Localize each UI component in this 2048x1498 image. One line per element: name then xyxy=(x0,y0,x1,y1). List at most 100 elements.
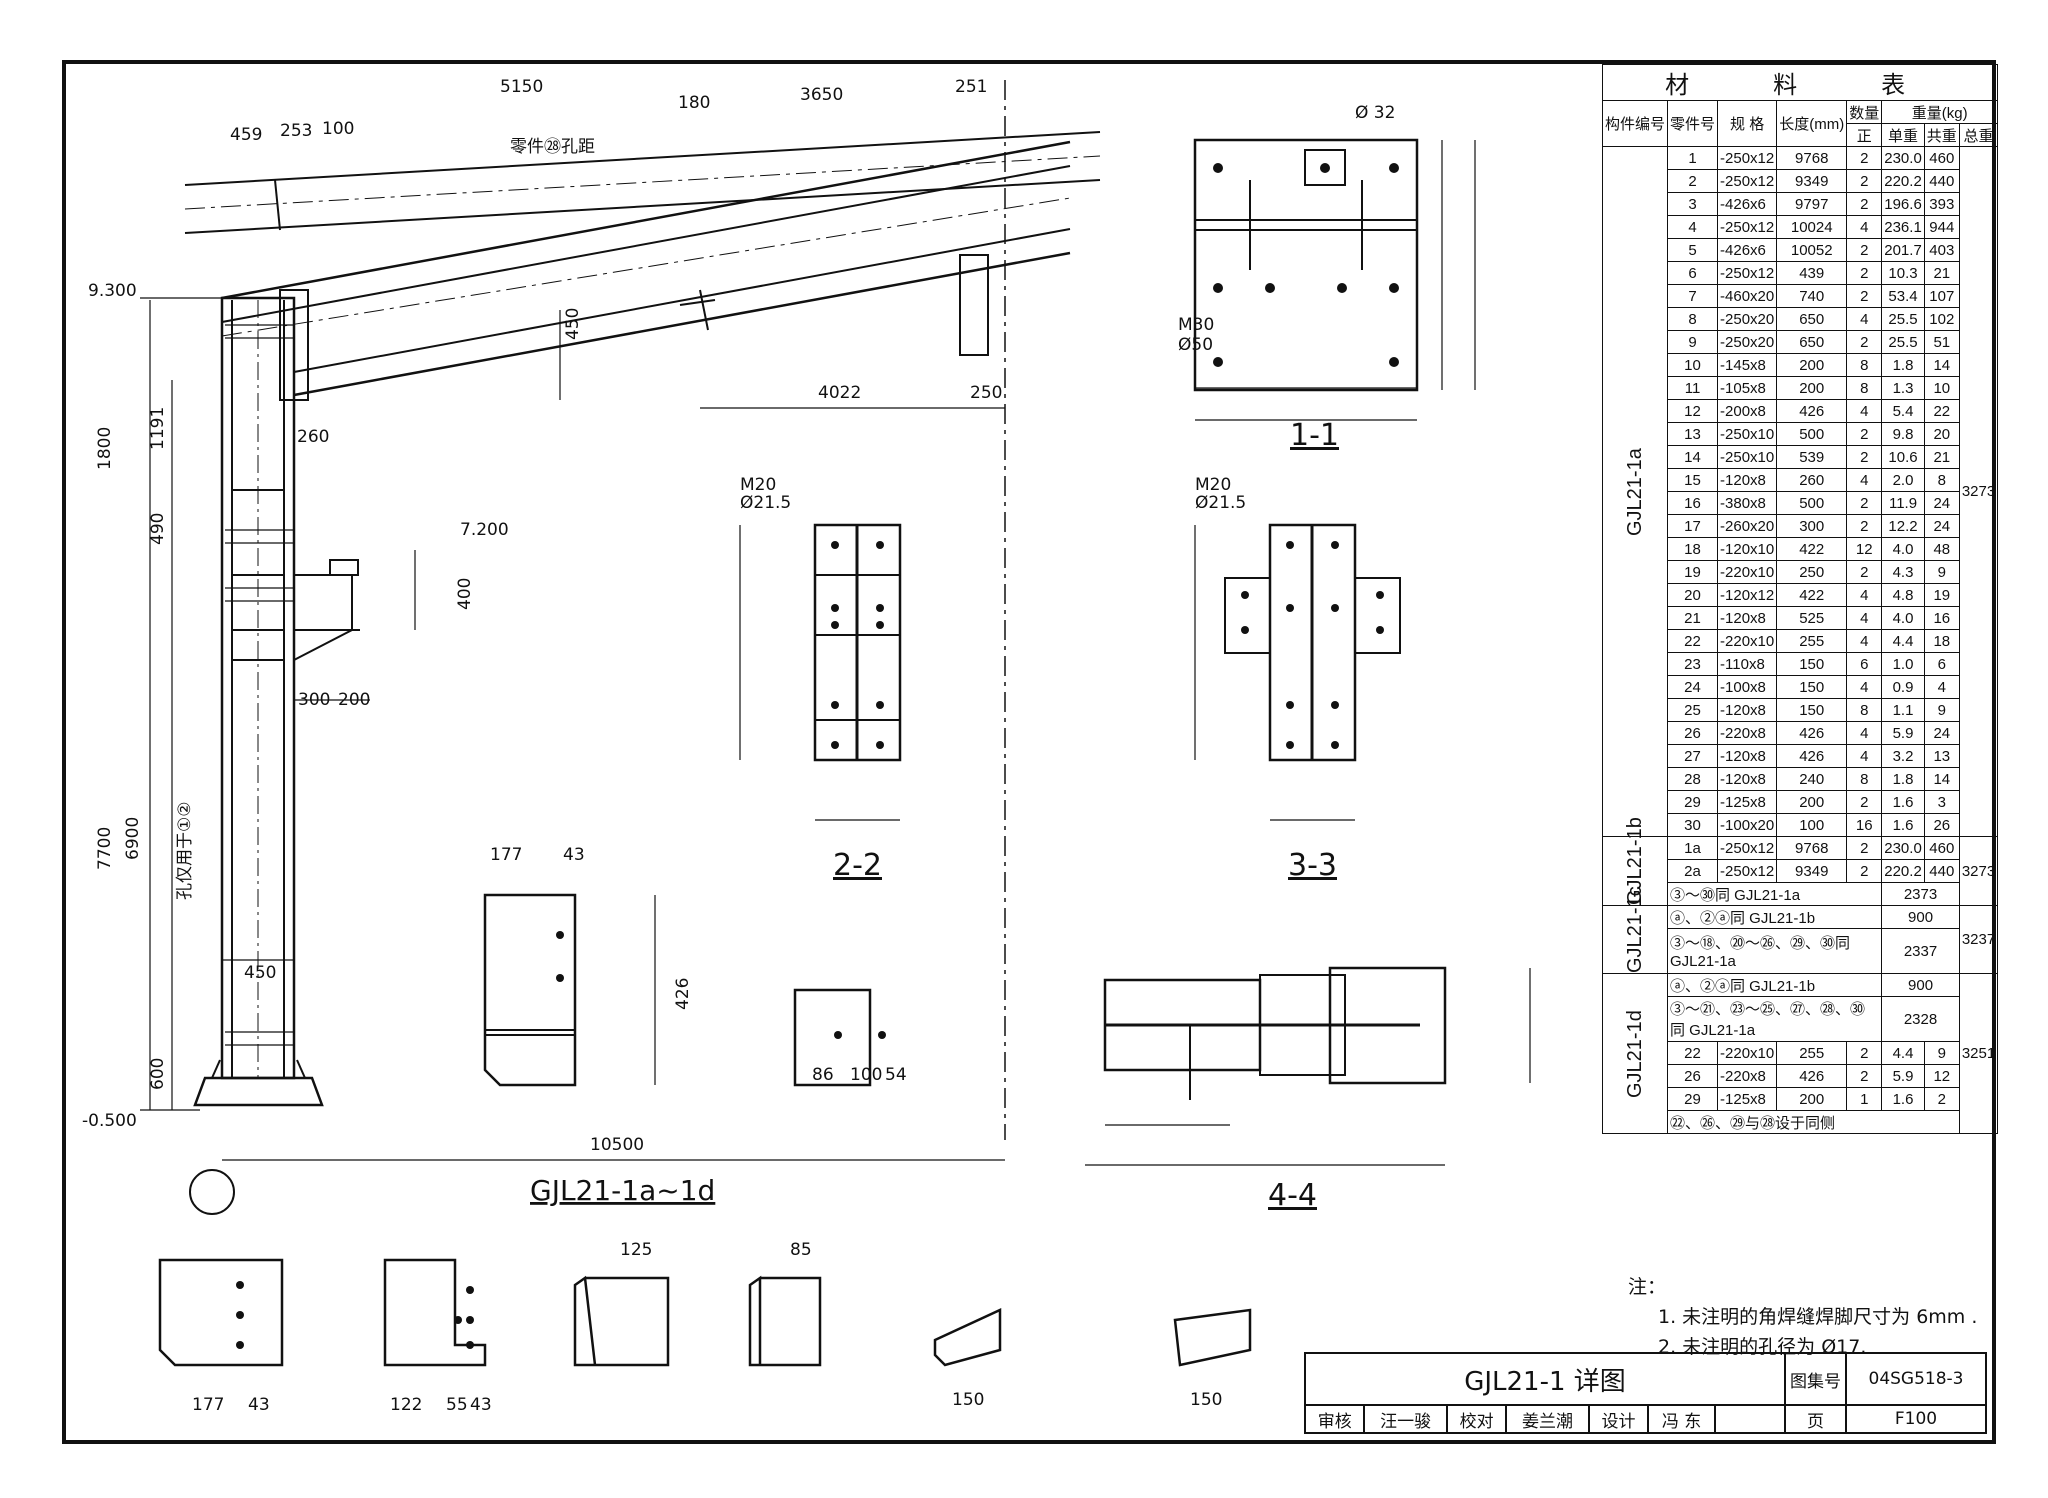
spec: -120x8 xyxy=(1717,606,1778,630)
p19-width: 177 xyxy=(192,1395,224,1415)
total-weight: 13 xyxy=(1923,744,1960,768)
reviewer-name: 汪一骏 xyxy=(1363,1404,1448,1434)
d50-label: Ø50 xyxy=(1178,335,1213,355)
total-weight: 393 xyxy=(1923,192,1960,216)
unit-weight: 5.9 xyxy=(1881,1064,1925,1088)
unit-weight: 0.9 xyxy=(1881,675,1925,699)
qty: 2 xyxy=(1846,422,1883,446)
total-weight: 9 xyxy=(1923,560,1960,584)
length: 150 xyxy=(1776,675,1848,699)
p19-a: 43 xyxy=(248,1395,270,1415)
unit-weight: 10.3 xyxy=(1881,261,1925,285)
total-weight: 944 xyxy=(1923,215,1960,239)
d215-label-3: Ø21.5 xyxy=(1195,493,1246,513)
spec: -250x12 xyxy=(1717,261,1778,285)
qty: 2 xyxy=(1846,284,1883,308)
length: 255 xyxy=(1776,629,1848,653)
total-weight: 21 xyxy=(1923,261,1960,285)
qty: 2 xyxy=(1846,514,1883,538)
spec: -250x10 xyxy=(1717,445,1778,469)
qty: 4 xyxy=(1846,606,1883,630)
part-28-drawing xyxy=(793,988,886,1087)
part-no: 26 xyxy=(1667,1064,1719,1088)
group-c-total: 3237 xyxy=(1958,905,1999,974)
column xyxy=(189,296,360,1215)
part-26-drawing xyxy=(483,893,656,1087)
dim-100a: 100 xyxy=(322,119,354,139)
rafter xyxy=(184,131,1101,401)
total-weight: 9 xyxy=(1923,698,1960,722)
p28-86: 86 xyxy=(812,1065,834,1085)
qty: 2 xyxy=(1846,169,1883,193)
total-weight: 403 xyxy=(1923,238,1960,262)
length: 260 xyxy=(1776,468,1848,492)
length: 300 xyxy=(1776,514,1848,538)
group-a-total: 3273 xyxy=(1958,146,1999,837)
hdr-unit: 单重 xyxy=(1881,123,1925,147)
hdr-length: 长度(mm) xyxy=(1776,100,1848,147)
part-no: 18 xyxy=(1667,537,1719,561)
spec: -125x8 xyxy=(1717,1087,1778,1111)
dim-490: 490 xyxy=(148,513,168,545)
bottom-parts xyxy=(158,1258,1252,1367)
note-1: 1. 未注明的角焊缝焊脚尺寸为 6mm . xyxy=(1658,1306,1978,1328)
spec: -120x8 xyxy=(1717,468,1778,492)
part-no: 29 xyxy=(1667,790,1719,814)
qty: 4 xyxy=(1846,629,1883,653)
unit-weight: 5.4 xyxy=(1881,399,1925,423)
main-view-title: GJL21-1a~1d xyxy=(530,1174,715,1207)
total-weight: 6 xyxy=(1923,652,1960,676)
length: 525 xyxy=(1776,606,1848,630)
spec: -100x8 xyxy=(1717,675,1778,699)
unit-weight: 4.8 xyxy=(1881,583,1925,607)
b-note: ③～㉚同 GJL21-1a xyxy=(1667,882,1883,906)
part-no: 5 xyxy=(1667,238,1719,262)
length: 426 xyxy=(1776,1064,1848,1088)
d-note3: ㉒、㉖、㉙与㉘设于同侧 xyxy=(1667,1110,1960,1134)
total-weight: 8 xyxy=(1923,468,1960,492)
part-no: 24 xyxy=(1667,675,1719,699)
spec: -125x8 xyxy=(1717,790,1778,814)
total-weight: 22 xyxy=(1923,399,1960,423)
spec: -220x10 xyxy=(1717,629,1778,653)
material-table-title: 材 料 表 xyxy=(1601,64,1999,101)
page-label: 页 xyxy=(1784,1404,1847,1434)
total-weight: 9 xyxy=(1923,1041,1960,1065)
unit-weight: 220.2 xyxy=(1881,859,1925,883)
qty: 8 xyxy=(1846,376,1883,400)
part-no: 29 xyxy=(1667,1087,1719,1111)
qty: 16 xyxy=(1846,813,1883,837)
note-row: ㉒、㉖、㉙与㉘设于同侧 xyxy=(1603,1110,1998,1134)
length: 426 xyxy=(1776,721,1848,745)
p23-width: 150 xyxy=(952,1390,984,1410)
d-note1-weight: 900 xyxy=(1881,973,1960,997)
total-weight: 20 xyxy=(1923,422,1960,446)
drawing-title: GJL21-1 详图 xyxy=(1304,1352,1786,1406)
total-weight: 51 xyxy=(1923,330,1960,354)
total-weight: 12 xyxy=(1923,1064,1960,1088)
qty: 2 xyxy=(1846,560,1883,584)
unit-weight: 5.9 xyxy=(1881,721,1925,745)
part-no: 20 xyxy=(1667,583,1719,607)
hdr-weight: 重量(kg) xyxy=(1881,100,1999,124)
spec: -105x8 xyxy=(1717,376,1778,400)
part-no: 2 xyxy=(1667,169,1719,193)
length: 200 xyxy=(1776,376,1848,400)
hole-note: 孔仅用于①② xyxy=(175,802,195,900)
length: 250 xyxy=(1776,560,1848,584)
part-no: 11 xyxy=(1667,376,1719,400)
atlas-label: 图集号 xyxy=(1784,1352,1847,1406)
qty: 4 xyxy=(1846,307,1883,331)
total-weight: 48 xyxy=(1923,537,1960,561)
total-weight: 14 xyxy=(1923,767,1960,791)
checker-name: 姜兰潮 xyxy=(1505,1404,1590,1434)
